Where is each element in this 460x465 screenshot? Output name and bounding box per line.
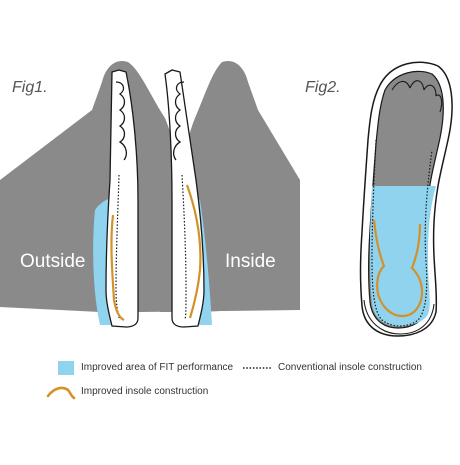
insole-fit-area [370, 186, 436, 326]
outside-sole-profile [105, 69, 139, 328]
inside-toe-outline [173, 81, 185, 161]
insole-heel-double-line [363, 299, 435, 335]
fig2-label: Fig2. [305, 79, 341, 96]
outside-improved-line [110, 214, 125, 321]
legend-fit-swatch [58, 361, 74, 375]
inside-improved-line [185, 184, 202, 319]
outside-label: Outside [20, 251, 86, 272]
inside-conventional-line [181, 174, 187, 321]
fig1-label: Fig1. [12, 79, 48, 96]
inside-foot-view [160, 60, 300, 328]
legend-improved-text: Improved insole construction [81, 386, 209, 397]
legend-conventional-text: Conventional insole construction [278, 362, 422, 373]
inside-sole-profile [164, 69, 205, 328]
insole-top-view [359, 61, 453, 337]
legend-fit-text: Improved area of FIT performance [81, 362, 234, 373]
outside-toe-outline [115, 81, 127, 161]
inside-label: Inside [225, 251, 276, 272]
insole-toe-lines [391, 80, 443, 113]
legend-improved-swatch [46, 386, 76, 400]
insole-improved-line [372, 219, 424, 318]
outside-conventional-line [115, 174, 121, 321]
